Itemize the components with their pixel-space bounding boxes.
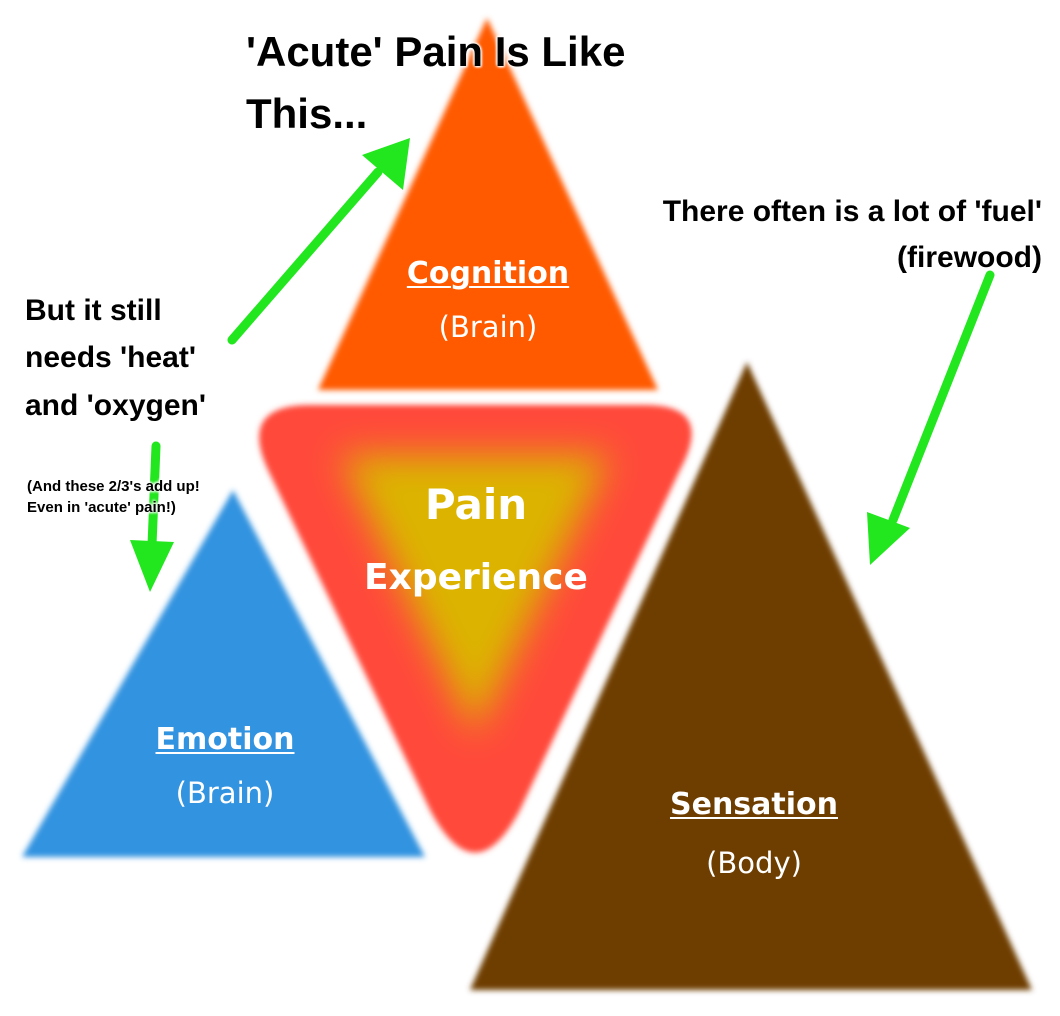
- heat-note-line-3: and 'oxygen': [25, 389, 206, 422]
- emotion-title: Emotion: [155, 722, 295, 757]
- fuel-note-line-1: There often is a lot of 'fuel': [662, 195, 1042, 228]
- pain-title: Pain: [424, 480, 528, 529]
- arrow-to-emotion: [130, 441, 174, 592]
- sensation-title: Sensation: [669, 787, 838, 822]
- emotion-triangle: [22, 490, 425, 857]
- emotion-subtitle: (Brain): [175, 776, 275, 810]
- cognition-title: Cognition: [406, 256, 570, 291]
- small-note-line-1: (And these 2/3's add up!: [27, 478, 200, 495]
- heat-note-line-2: needs 'heat': [25, 341, 196, 374]
- sensation-triangle: [470, 362, 1032, 990]
- fuel-note-line-2: (firewood): [897, 241, 1042, 274]
- arrow-to-cognition: [227, 138, 410, 345]
- heading-line-2: This...: [246, 90, 368, 137]
- cognition-subtitle: (Brain): [438, 310, 538, 344]
- sensation-subtitle: (Body): [706, 846, 802, 880]
- pain-experience-inner: [340, 455, 610, 735]
- arrow-to-sensation: [867, 270, 995, 565]
- heading-line-1: 'Acute' Pain Is Like: [246, 28, 626, 75]
- cognition-triangle: [318, 18, 658, 390]
- heat-note-line-1: But it still: [25, 294, 162, 327]
- pain-subtitle: Experience: [364, 557, 588, 598]
- small-note-line-2: Even in 'acute' pain!): [27, 499, 176, 516]
